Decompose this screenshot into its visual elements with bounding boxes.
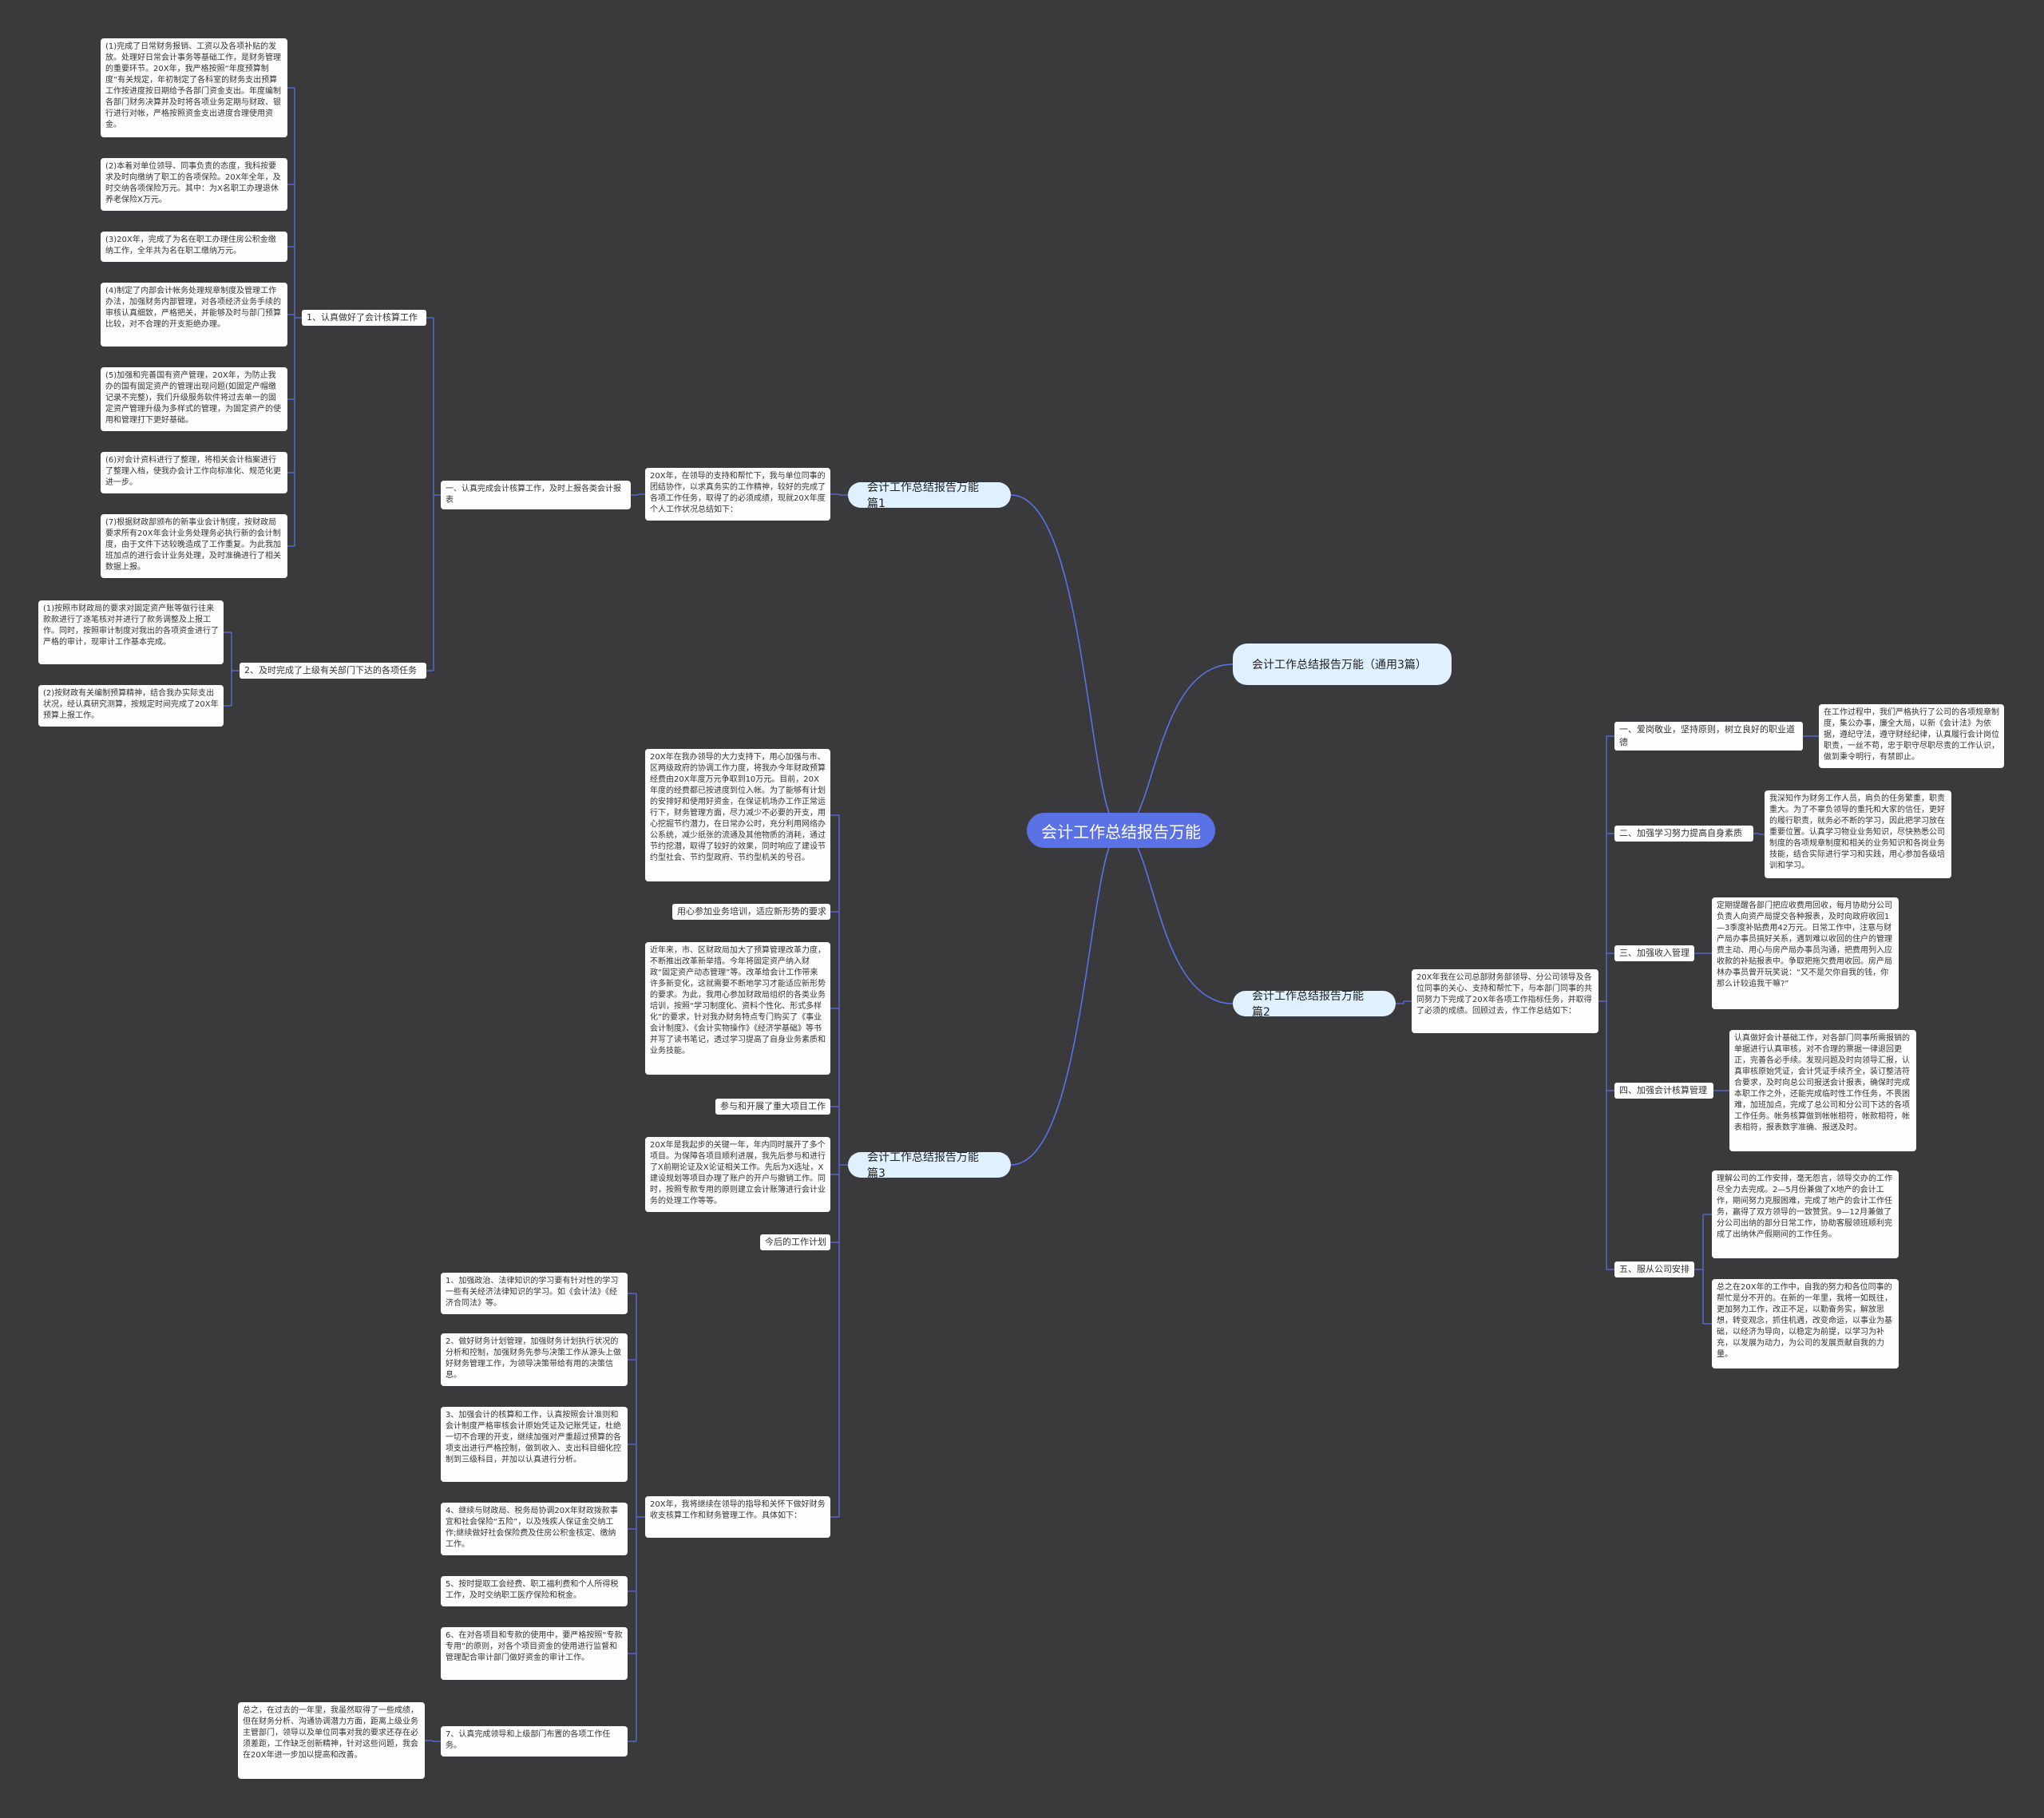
part2-text1[interactable]: 在工作过程中，我们严格执行了公司的各项规章制度，集公办事，廉全大局，以新《会计法…: [1819, 704, 2004, 768]
part3-block3[interactable]: 近年来，市、区财政局加大了预算管理改革力度，不断推出改革新举措。今年将固定资产纳…: [645, 942, 830, 1075]
part2-sec4[interactable]: 四、加强会计核算管理: [1614, 1083, 1713, 1099]
part2-text6[interactable]: 总之在20X年的工作中，自我的努力和各位同事的帮忙是分不开的。在新的一年里，我将…: [1712, 1279, 1899, 1368]
part3-plan6[interactable]: 6、在对各项目和专款的使用中，要严格按照“专款专用”的原则，对各个项目资金的使用…: [441, 1627, 628, 1680]
part1-sub1-item3[interactable]: (3)20X年，完成了为名在职工办理住房公积金缴纳工作，全年共为名在职工缴纳万元…: [101, 232, 287, 262]
part3-label-training[interactable]: 用心参加业务培训，适应新形势的要求: [672, 904, 830, 920]
part3-plan7[interactable]: 7、认真完成领导和上级部门布置的各项工作任务。: [441, 1726, 628, 1757]
branch-part3[interactable]: 会计工作总结报告万能 篇3: [848, 1151, 1011, 1180]
part2-sec5[interactable]: 五、服从公司安排: [1614, 1262, 1694, 1277]
part2-sec1[interactable]: 一、爱岗敬业，坚持原则，树立良好的职业道德: [1614, 722, 1803, 751]
connector: [1010, 494, 1122, 831]
part1-sub1-item6[interactable]: (6)对会计资料进行了整理，将相关会计档案进行了整理入档，使我办会计工作向标准化…: [101, 452, 287, 493]
part3-block5[interactable]: 20X年是我起步的关键一年，年内同时展开了多个项目。为保障各项目顺利进展，我先后…: [645, 1137, 830, 1212]
part3-label-plan[interactable]: 今后的工作计划: [760, 1234, 830, 1250]
part3-summary[interactable]: 总之，在过去的一年里，我虽然取得了一些成绩，但在财务分析、沟通协调潜力方面，距离…: [238, 1702, 425, 1779]
part3-plan5[interactable]: 5、按时提取工会经费、职工福利费和个人所得税工作，及时交纳职工医疗保险和税金。: [441, 1576, 628, 1606]
part1-sub2-item1[interactable]: (1)按照市财政局的要求对固定资产账等做行往来款款进行了逐笔核对并进行了款务调整…: [38, 600, 224, 664]
part2-text2[interactable]: 我深知作为财务工作人员，肩负的任务繁重，职责重大。为了不辜负领导的重托和大家的信…: [1765, 790, 1951, 878]
part1-sub2[interactable]: 2、及时完成了上级有关部门下达的各项任务: [240, 663, 426, 679]
root-node[interactable]: 会计工作总结报告万能: [1027, 813, 1215, 848]
part2-sec3[interactable]: 三、加强收入管理: [1614, 945, 1694, 961]
part1-intro[interactable]: 20X年，在领导的支持和帮忙下，我与单位同事的团结协作，以求真务实的工作精神，较…: [645, 468, 830, 521]
connector: [1120, 830, 1234, 1004]
part3-plan3[interactable]: 3、加强会计的核算和工作，认真按照会计准则和会计制度严格审核会计原始凭证及记账凭…: [441, 1407, 628, 1482]
part1-sub1[interactable]: 1、认真做好了会计核算工作: [302, 310, 426, 326]
part3-plan4[interactable]: 4、继续与财政局、税务局协调20X年财政拨款事宜和社会保险“五险”，以及残疾人保…: [441, 1503, 628, 1555]
part3-plan-intro[interactable]: 20X年，我将继续在领导的指导和关怀下做好财务收支核算工作和财务管理工作。具体如…: [645, 1496, 830, 1538]
part1-sub1-item2[interactable]: (2)本着对单位领导、同事负责的态度，我科按要求及时向缴纳了职工的各项保险。20…: [101, 158, 287, 211]
main-title-node[interactable]: 会计工作总结报告万能（通用3篇）: [1233, 644, 1452, 685]
part2-text3[interactable]: 定期提醒各部门把应收费用回收，每月协助分公司负责人向资产局提交各种报表，及时向政…: [1712, 897, 1899, 1009]
part3-label-projects[interactable]: 参与和开展了重大项目工作: [715, 1099, 830, 1115]
branch-part2[interactable]: 会计工作总结报告万能 篇2: [1233, 990, 1396, 1019]
part2-text4[interactable]: 认真做好会计基础工作，对各部门同事所需报销的单据进行认真审核，对不合理的票据一律…: [1729, 1030, 1916, 1151]
part3-block1[interactable]: 20X年在我办领导的大力支持下，用心加强与市、区两级政府的协调工作力度，将我办今…: [645, 749, 830, 881]
connector: [1010, 830, 1122, 1166]
part1-sub1-item7[interactable]: (7)根据财政部颁布的新事业会计制度，按财政局要求所有20X年会计业务处理务必执…: [101, 514, 287, 578]
branch-part1[interactable]: 会计工作总结报告万能 篇1: [848, 481, 1011, 510]
part2-intro[interactable]: 20X年我在公司总部财务部领导、分公司领导及各位同事的关心、支持和帮忙下，与本部…: [1412, 969, 1598, 1033]
part2-sec2[interactable]: 二、加强学习努力提高自身素质: [1614, 826, 1753, 842]
part1-sub1-item1[interactable]: (1)完成了日常财务报销、工资以及各项补贴的发放。处理好日常会计事务等基础工作，…: [101, 38, 287, 137]
part3-plan2[interactable]: 2、做好财务计划管理，加强财务计划执行状况的分析和控制，加强财务先参与决策工作从…: [441, 1333, 628, 1386]
connector: [1120, 663, 1234, 831]
part1-sub1-item5[interactable]: (5)加强和完善国有资产管理，20X年，为防止我办的国有固定资产的管理出现问题(…: [101, 367, 287, 431]
part3-plan1[interactable]: 1、加强政治、法律知识的学习要有针对性的学习一些有关经济法律知识的学习。如《会计…: [441, 1273, 628, 1314]
part1-sub1-item4[interactable]: (4)制定了内部会计帐务处理规章制度及管理工作办法，加强财务内部管理，对各项经济…: [101, 283, 287, 347]
part1-section[interactable]: 一、认真完成会计核算工作，及时上报各类会计报表: [441, 481, 631, 509]
part2-text5[interactable]: 理解公司的工作安排，毫无怨言，领导交办的工作尽全力去完成。2—5月份兼做了X地产…: [1712, 1170, 1899, 1258]
part1-sub2-item2[interactable]: (2)按财政有关编制预算精神，结合我办实际支出状况，经认真研究测算，按规定时间完…: [38, 685, 224, 727]
